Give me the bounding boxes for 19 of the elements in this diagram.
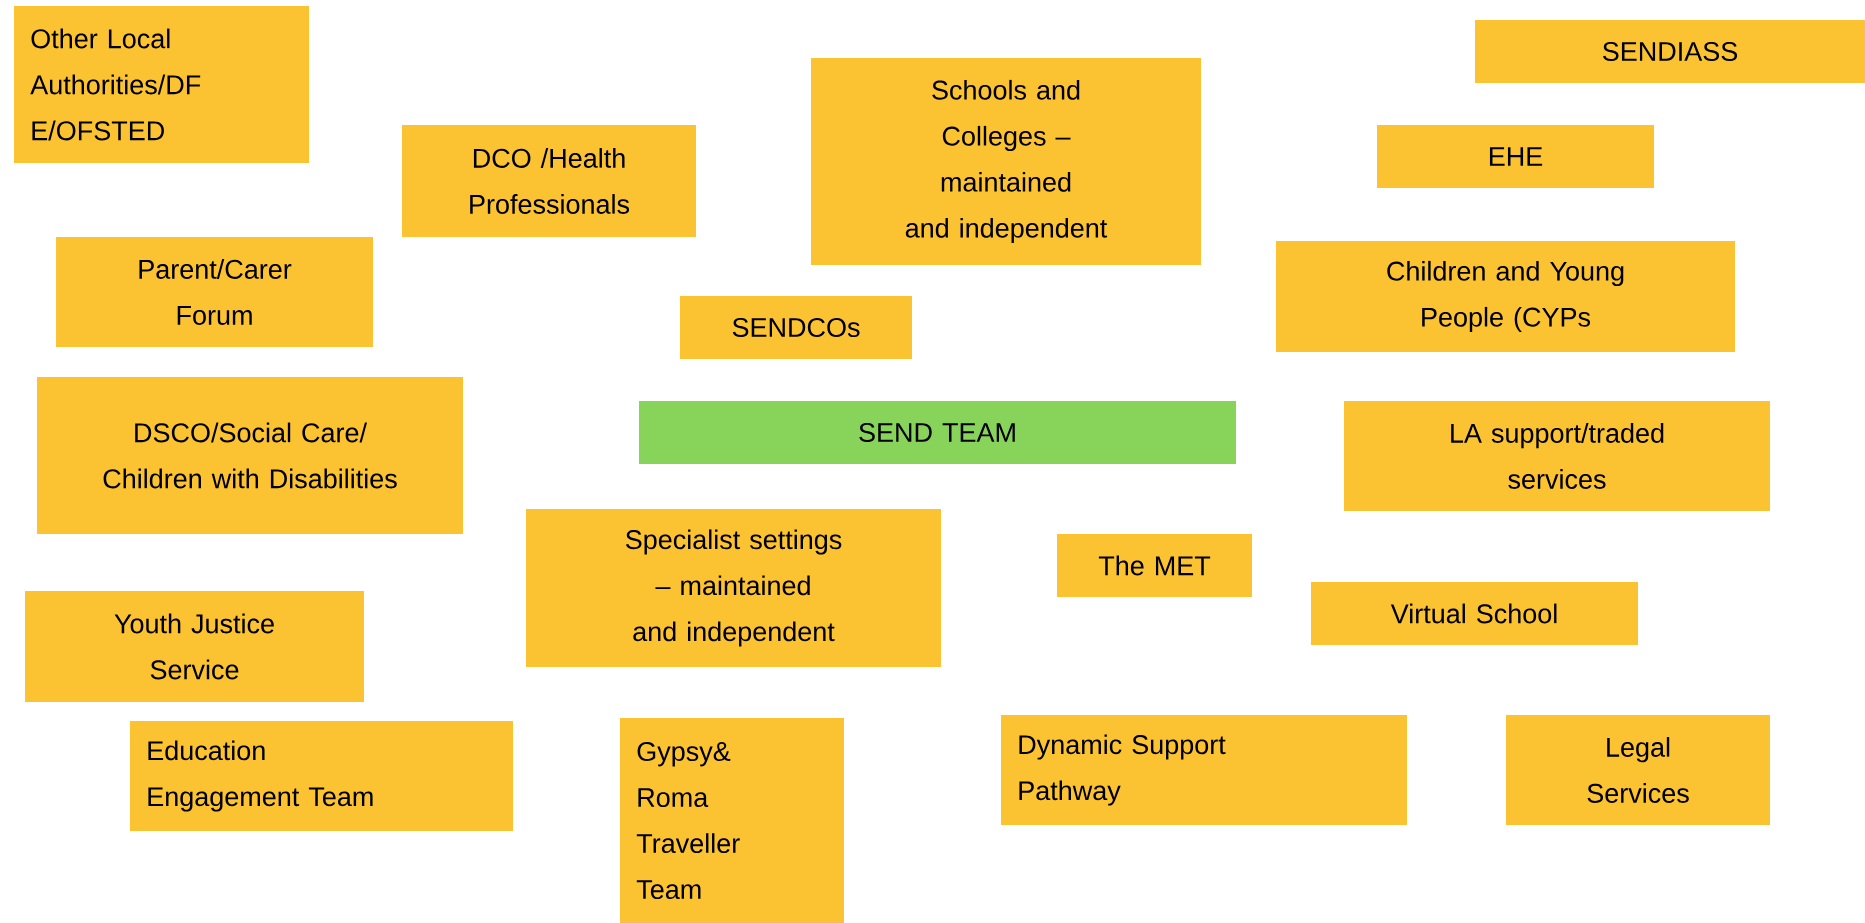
organisation-box: Gypsy& Roma Traveller Team (620, 718, 844, 923)
organisation-box: Virtual School (1311, 582, 1638, 645)
organisation-box: SENDIASS (1475, 20, 1865, 83)
organisation-box: Parent/Carer Forum (56, 237, 373, 347)
organisation-box: Legal Services (1506, 715, 1770, 825)
organisation-box: Schools and Colleges – maintained and independent (811, 58, 1201, 265)
organisation-box: DCO /Health Professionals (402, 125, 696, 237)
organisation-box: EHE (1377, 125, 1654, 188)
organisation-box: DSCO/Social Care/ Children with Disabilities (37, 377, 463, 534)
organisation-box: Dynamic Support Pathway (1001, 715, 1407, 825)
organisation-box: The MET (1057, 534, 1252, 597)
central-team-box: SEND TEAM (639, 401, 1236, 464)
organisation-box: SENDCOs (680, 296, 912, 359)
organisation-box: Education Engagement Team (130, 721, 513, 831)
organisation-box: Other Local Authorities/DF E/OFSTED (14, 6, 309, 163)
organisation-box: Children and Young People (CYPs (1276, 241, 1735, 352)
organisation-box: LA support/traded services (1344, 401, 1770, 511)
organisation-box: Youth Justice Service (25, 591, 364, 702)
organisation-box: Specialist settings – maintained and independent (526, 509, 941, 667)
